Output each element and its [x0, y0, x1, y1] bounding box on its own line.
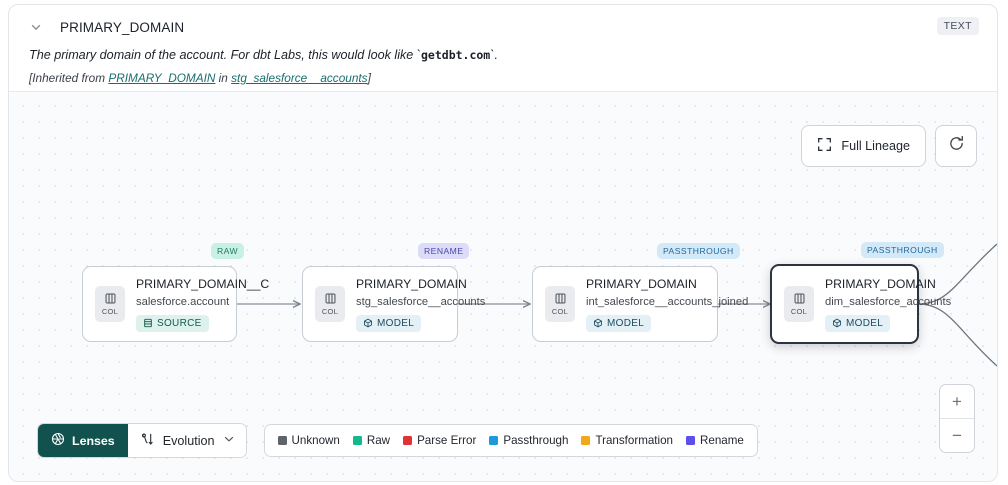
legend-swatch-rename — [686, 436, 695, 445]
chevron-down-icon — [223, 433, 235, 448]
cube-icon — [364, 318, 372, 328]
evolution-fork-icon — [140, 432, 155, 450]
col-chip-label: COL — [101, 307, 119, 316]
zoom-controls: + − — [939, 384, 975, 453]
node-body: PRIMARY_DOMAIN stg_salesforce__accounts … — [356, 277, 485, 332]
lineage-node-int-salesforce-accounts-joined[interactable]: COL PRIMARY_DOMAIN int_salesforce__accou… — [532, 266, 748, 342]
legend-label: Parse Error — [417, 434, 477, 447]
legend-swatch-passthrough — [489, 436, 499, 445]
node-kind-label: MODEL — [846, 317, 884, 329]
columns-icon: COL — [784, 286, 814, 322]
node-kind-label: MODEL — [377, 317, 415, 329]
node-subtitle: salesforce.account — [136, 295, 230, 308]
evolution-label: Evolution — [162, 433, 215, 448]
node-kind-label: SOURCE — [157, 317, 202, 329]
node-kind-badge: MODEL — [356, 314, 422, 332]
legend-item: Transformation — [581, 434, 673, 447]
description-code: getdbt.com — [421, 48, 491, 62]
node-tag-rename: RENAME — [418, 243, 470, 259]
col-chip-label: COL — [551, 307, 569, 316]
aperture-icon — [51, 432, 65, 449]
edge-out-upper — [917, 243, 997, 305]
columns-icon: COL — [315, 286, 345, 322]
legend-item: Passthrough — [489, 434, 568, 447]
lenses-label: Lenses — [72, 433, 115, 448]
node-kind-badge: SOURCE — [136, 314, 209, 332]
node-title: PRIMARY_DOMAIN__C — [136, 276, 270, 291]
col-chip-label: COL — [790, 307, 808, 316]
lens-control-group: Lenses Evolution — [37, 423, 247, 458]
description-text-pre: The primary domain of the account. For d… — [29, 48, 421, 62]
refresh-button[interactable] — [935, 125, 977, 167]
type-badge: TEXT — [936, 17, 979, 35]
node-subtitle: int_salesforce__accounts_joined — [586, 295, 749, 308]
node-subtitle: dim_salesforce_accounts — [825, 295, 952, 308]
lenses-button[interactable]: Lenses — [38, 424, 128, 457]
column-detail-card: PRIMARY_DOMAIN TEXT The primary domain o… — [8, 4, 998, 482]
node-kind-badge: MODEL — [825, 314, 891, 332]
lineage-node-salesforce-account[interactable]: COL PRIMARY_DOMAIN__C salesforce.account… — [82, 266, 269, 342]
expand-icon — [817, 137, 832, 155]
chevron-down-icon[interactable] — [29, 20, 43, 34]
col-chip-label: COL — [321, 307, 339, 316]
node-title: PRIMARY_DOMAIN — [356, 276, 467, 291]
canvas-bottom-bar: Lenses Evolution Unknown Raw — [37, 423, 758, 458]
legend-item: Unknown — [277, 434, 340, 447]
database-icon — [144, 318, 152, 328]
legend-label: Rename — [700, 434, 744, 447]
columns-icon: COL — [95, 286, 125, 322]
lineage-edges — [237, 243, 997, 367]
node-body: PRIMARY_DOMAIN dim_salesforce_accounts M… — [825, 277, 951, 332]
zoom-in-button[interactable]: + — [952, 391, 962, 411]
node-tag-passthrough-selected: PASSTHROUGH — [861, 242, 944, 258]
full-lineage-button[interactable]: Full Lineage — [801, 125, 926, 167]
node-body: PRIMARY_DOMAIN__C salesforce.account SOU… — [136, 277, 269, 332]
edge-out-lower — [917, 303, 997, 367]
full-lineage-label: Full Lineage — [841, 139, 910, 153]
zoom-out-button[interactable]: − — [952, 425, 962, 445]
inherited-model-link[interactable]: stg_salesforce__accounts — [231, 71, 368, 85]
card-header: PRIMARY_DOMAIN TEXT The primary domain o… — [9, 5, 997, 91]
legend-item: Rename — [686, 434, 744, 447]
inherited-from-note: [Inherited from PRIMARY_DOMAIN in stg_sa… — [29, 71, 979, 86]
legend-swatch-unknown — [277, 436, 287, 445]
lineage-legend: Unknown Raw Parse Error Passthrough Tran… — [263, 424, 758, 457]
canvas-toolbar: Full Lineage — [801, 125, 977, 167]
lineage-node-stg-salesforce-accounts[interactable]: COL PRIMARY_DOMAIN stg_salesforce__accou… — [302, 266, 485, 342]
page-title: PRIMARY_DOMAIN — [60, 19, 185, 35]
columns-icon: COL — [545, 286, 575, 322]
inherited-column-link[interactable]: PRIMARY_DOMAIN — [108, 71, 216, 85]
legend-label: Transformation — [595, 434, 673, 447]
node-kind-badge: MODEL — [586, 314, 652, 332]
legend-swatch-transformation — [581, 436, 591, 445]
node-body: PRIMARY_DOMAIN int_salesforce__accounts_… — [586, 277, 748, 332]
cube-icon — [833, 318, 841, 328]
column-description: The primary domain of the account. For d… — [29, 47, 979, 64]
node-tag-passthrough: PASSTHROUGH — [657, 243, 740, 259]
legend-label: Passthrough — [503, 434, 569, 447]
legend-swatch-raw — [352, 436, 362, 445]
node-title: PRIMARY_DOMAIN — [586, 276, 697, 291]
node-subtitle: stg_salesforce__accounts — [356, 295, 486, 308]
legend-item: Raw — [352, 434, 391, 447]
legend-swatch-parse-error — [403, 436, 413, 445]
refresh-icon — [948, 135, 965, 157]
lineage-node-dim-salesforce-accounts[interactable]: COL PRIMARY_DOMAIN dim_salesforce_accoun… — [770, 264, 951, 344]
cube-icon — [594, 318, 602, 328]
node-tag-raw: RAW — [211, 243, 245, 259]
inherited-suffix: ] — [367, 71, 371, 85]
evolution-dropdown[interactable]: Evolution — [127, 424, 246, 457]
node-kind-label: MODEL — [607, 317, 645, 329]
inherited-mid: in — [215, 71, 232, 85]
legend-label: Unknown — [291, 434, 340, 447]
lineage-canvas[interactable]: RAW COL PRIMARY_DOMAIN__C salesforce.acc… — [9, 91, 997, 481]
legend-item: Parse Error — [403, 434, 476, 447]
zoom-divider — [940, 418, 974, 419]
node-title: PRIMARY_DOMAIN — [825, 276, 936, 291]
legend-label: Raw — [366, 434, 391, 447]
description-text-post: `. — [490, 48, 498, 62]
inherited-prefix: [Inherited from — [29, 71, 109, 85]
